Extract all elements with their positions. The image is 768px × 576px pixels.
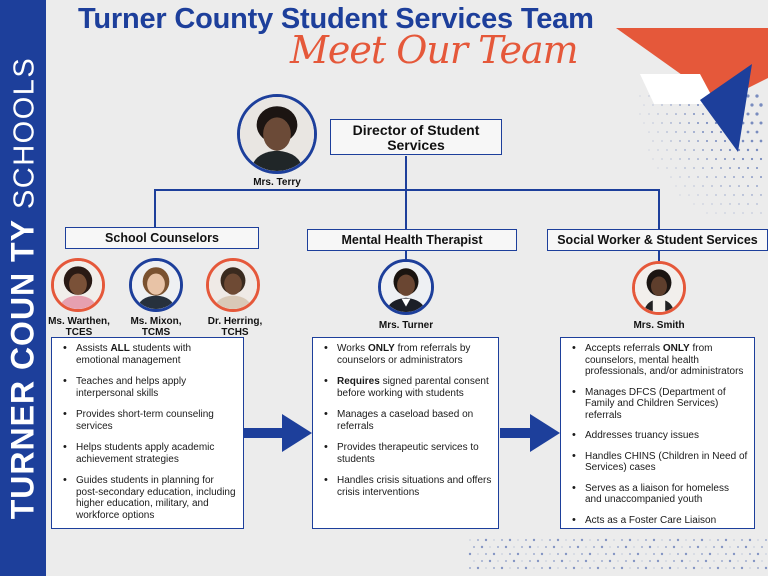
duty-text: Assists (76, 343, 111, 354)
department-title-therapist: Mental Health Therapist (307, 229, 517, 251)
connector-social-worker (658, 189, 660, 229)
duty-text: Serves as a liaison for homeless and una… (585, 482, 729, 506)
counselor-photo-herring (206, 258, 260, 312)
social-worker-photo (632, 261, 686, 315)
connector-therapist (405, 189, 407, 229)
staff-name: Dr. Herring, (207, 316, 263, 327)
duty-item: Helps students apply academic achievemen… (58, 442, 237, 465)
district-name: TURNER COUN TY SCHOOLS (5, 57, 42, 520)
person-avatar-icon (209, 261, 257, 309)
duty-text: Manages DFCS (Department of Family and C… (585, 386, 726, 421)
duty-emphasis: ALL (110, 343, 130, 354)
counselor-name-herring: Dr. Herring, TCHS (200, 316, 270, 338)
district-name-bold: TURNER COUN TY (4, 219, 41, 520)
duty-text: Provides therapeutic services to student… (337, 442, 479, 465)
connector-therapist-photo (405, 251, 407, 261)
duty-emphasis: ONLY (367, 343, 395, 354)
person-avatar-icon (381, 262, 431, 312)
duty-text: from referrals by counselors or administ… (337, 343, 471, 366)
staff-school: TCHS (221, 327, 249, 338)
duty-item: Addresses truancy issues (567, 430, 748, 442)
duty-item: Provides therapeutic services to student… (319, 442, 492, 465)
director-name: Mrs. Terry (253, 177, 301, 188)
connector-director-down (405, 156, 407, 190)
connector-social-photo (658, 251, 660, 261)
person-avatar-icon (240, 97, 314, 171)
director-role-box: Director of Student Services (330, 119, 502, 155)
duty-text: from counselors, mental health professio… (585, 343, 744, 377)
duties-box-social-worker: Accepts referrals ONLY from counselors, … (560, 337, 755, 529)
duty-item: Requires signed parental consent before … (319, 376, 492, 399)
social-worker-name: Mrs. Smith (633, 320, 685, 331)
duty-text: Helps students apply academic achievemen… (76, 442, 215, 465)
white-corner-shape (640, 74, 716, 104)
counselor-name-mixon: Ms. Mixon, TCMS (122, 316, 190, 338)
director-photo (237, 94, 317, 174)
arrow-right-icon (500, 414, 560, 452)
department-title-social-worker: Social Worker & Student Services (547, 229, 768, 251)
duty-text: Works (337, 343, 368, 354)
duties-list-therapist: Works ONLY from referrals by counselors … (319, 343, 492, 498)
duty-item: Serves as a liaison for homeless and una… (567, 483, 748, 506)
duty-text: signed parental consent before working w… (337, 376, 489, 399)
arrow-right-icon (244, 414, 312, 452)
duty-item: Handles crisis situations and offers cri… (319, 475, 492, 498)
duty-item: Provides short-term counseling services (58, 409, 237, 432)
staff-school: TCES (65, 327, 93, 338)
duty-item: Accepts referrals ONLY from counselors, … (567, 343, 748, 378)
staff-school: TCMS (141, 327, 171, 338)
person-avatar-icon (132, 261, 180, 309)
duty-text: Accepts referrals (585, 343, 663, 354)
duty-emphasis: Requires (337, 376, 380, 387)
duty-item: Handles CHINS (Children in Need of Servi… (567, 451, 748, 474)
connector-horizontal (154, 189, 660, 191)
staff-name: Ms. Mixon, (130, 316, 182, 327)
counselor-photo-mixon (129, 258, 183, 312)
duty-item: Works ONLY from referrals by counselors … (319, 343, 492, 366)
person-avatar-icon (54, 261, 102, 309)
duty-item: Manages DFCS (Department of Family and C… (567, 387, 748, 422)
duty-item: Acts as a Foster Care Liaison (567, 515, 748, 527)
page-subtitle: Meet Our Team (290, 28, 579, 72)
duty-item: Teaches and helps apply interpersonal sk… (58, 376, 237, 399)
staff-name: Ms. Warthen, (48, 316, 110, 327)
duty-text: Handles crisis situations and offers cri… (337, 475, 492, 498)
duties-list-social-worker: Accepts referrals ONLY from counselors, … (567, 343, 748, 526)
sidebar-banner: TURNER COUN TY SCHOOLS (0, 0, 46, 576)
duty-emphasis: ONLY (662, 343, 690, 354)
department-title-counselors: School Counselors (65, 227, 259, 249)
duty-text: Manages a caseload based on referrals (337, 409, 474, 432)
duty-text: Provides short-term counseling services (76, 409, 214, 432)
page-title: Turner County Student Services Team (78, 3, 594, 35)
duties-box-counselors: Assists ALL students with emotional mana… (51, 337, 244, 529)
duty-text: Handles CHINS (Children in Need of Servi… (585, 450, 748, 474)
therapist-name: Mrs. Turner (378, 320, 434, 331)
duties-box-therapist: Works ONLY from referrals by counselors … (312, 337, 499, 529)
district-name-thin: SCHOOLS (8, 56, 41, 210)
person-avatar-icon (635, 264, 683, 312)
counselor-name-warthen: Ms. Warthen, TCES (45, 316, 113, 338)
connector-counselors (154, 189, 156, 227)
blue-arrow-shape (700, 64, 752, 152)
duty-item: Manages a caseload based on referrals (319, 409, 492, 432)
duty-text: Teaches and helps apply interpersonal sk… (76, 376, 187, 399)
duty-text: students with emotional management (76, 343, 192, 366)
duty-text: Guides students in planning for post-sec… (76, 475, 236, 521)
dot-pattern-bottom (468, 538, 768, 570)
therapist-photo (378, 259, 434, 315)
counselor-photo-warthen (51, 258, 105, 312)
duty-item: Assists ALL students with emotional mana… (58, 343, 237, 366)
duty-text: Addresses truancy issues (585, 430, 699, 441)
duty-text: Acts as a Foster Care Liaison (585, 514, 717, 526)
duty-item: Guides students in planning for post-sec… (58, 475, 237, 521)
duties-list-counselors: Assists ALL students with emotional mana… (58, 343, 237, 521)
